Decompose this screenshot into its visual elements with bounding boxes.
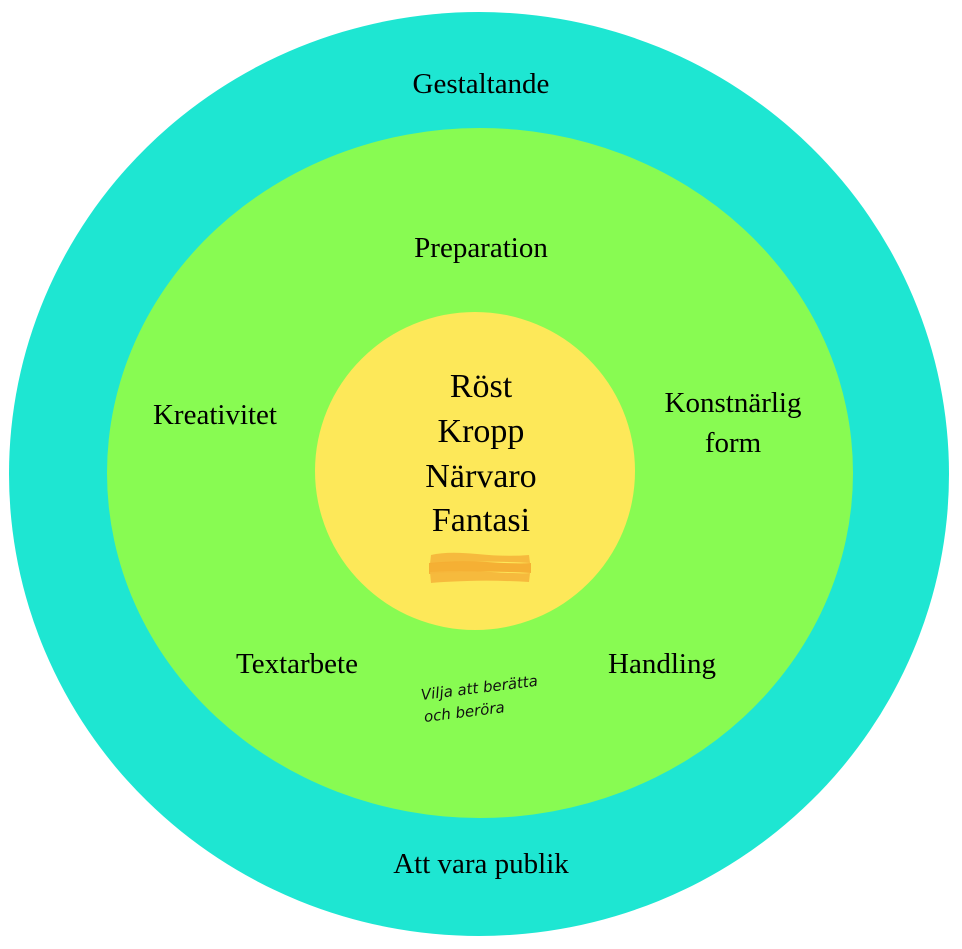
middle-right-label-line1: Konstnärlig: [664, 387, 802, 419]
core-item: Röst: [449, 368, 513, 405]
middle-left-label: Kreativitet: [152, 399, 277, 431]
outer-top-label: Gestaltande: [412, 68, 550, 100]
outer-bottom-label: Att vara publik: [393, 848, 569, 880]
middle-right-label-line2: form: [704, 427, 762, 459]
highlight-scribble: [429, 552, 531, 583]
middle-bottom-left-label: Textarbete: [236, 648, 358, 680]
middle-top-label: Preparation: [414, 232, 548, 264]
core-item: Kropp: [437, 413, 525, 450]
core-item: Närvaro: [425, 458, 537, 495]
middle-bottom-right-label: Handling: [608, 648, 716, 680]
core-item: Fantasi: [431, 502, 531, 539]
